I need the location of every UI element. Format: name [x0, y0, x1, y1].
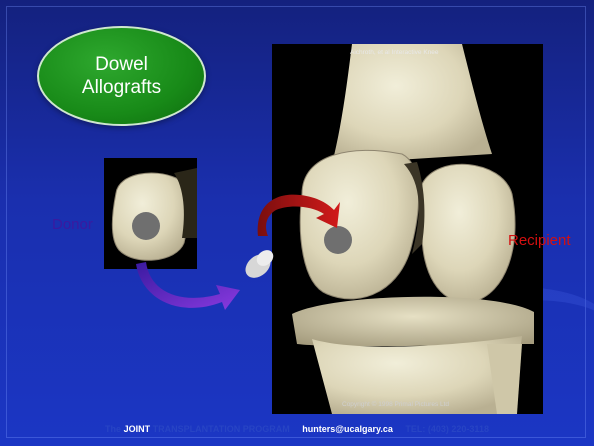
footer: The JOINT TRANSPLANTATION PROGRAM hunter… [0, 424, 594, 434]
donor-label: Donor [52, 216, 93, 233]
recipient-label: Recipient [508, 232, 571, 249]
red-arrow [258, 195, 340, 236]
footer-email: hunters@ucalgary.ca [302, 424, 393, 434]
footer-tel: TEL: (403) 220-3118 [393, 424, 489, 434]
footer-joint: JOINT [124, 424, 151, 434]
footer-prefix: The [105, 424, 124, 434]
footer-program: TRANSPLANTATION PROGRAM [150, 424, 302, 434]
purple-arrow [136, 262, 240, 310]
